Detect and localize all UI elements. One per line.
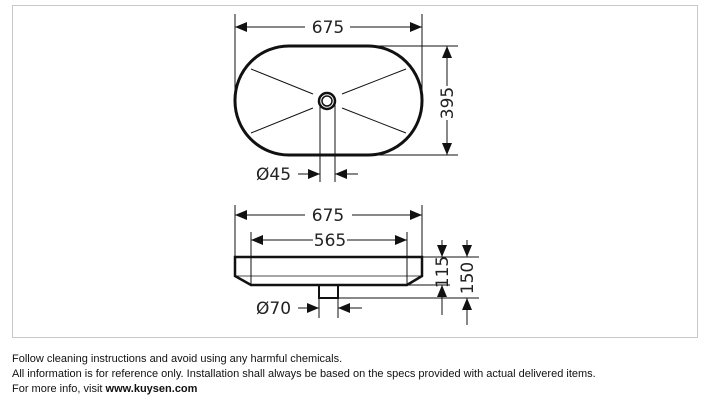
- basin-outline-top: [233, 44, 424, 157]
- notes: Follow cleaning instructions and avoid u…: [12, 352, 596, 397]
- drain-top: [317, 91, 337, 111]
- top-depth-label: 395: [438, 87, 458, 119]
- drain-side: [318, 285, 339, 299]
- basin-outline-side: [233, 255, 424, 287]
- side-outer-width-label: 675: [312, 206, 344, 226]
- top-drain-label: Ø45: [256, 165, 291, 185]
- bowl-height-label: 115: [433, 256, 453, 288]
- side-view: [233, 205, 479, 325]
- total-height-label: 150: [458, 262, 478, 294]
- website-link[interactable]: www.kuysen.com: [105, 383, 198, 395]
- note-more-info: For more info, visit www.kuysen.com: [12, 383, 198, 395]
- note-cleaning: Follow cleaning instructions and avoid u…: [12, 353, 343, 365]
- drawing-frame: [12, 5, 698, 338]
- top-width-label: 675: [312, 18, 344, 38]
- side-drain-label: Ø70: [256, 299, 291, 319]
- side-inner-width-label: 565: [314, 231, 346, 251]
- note-reference: All information is for reference only. I…: [12, 368, 596, 380]
- top-view: [233, 14, 458, 182]
- technical-drawing: 675 395 Ø45 675 565 115 150 Ø70: [233, 14, 479, 325]
